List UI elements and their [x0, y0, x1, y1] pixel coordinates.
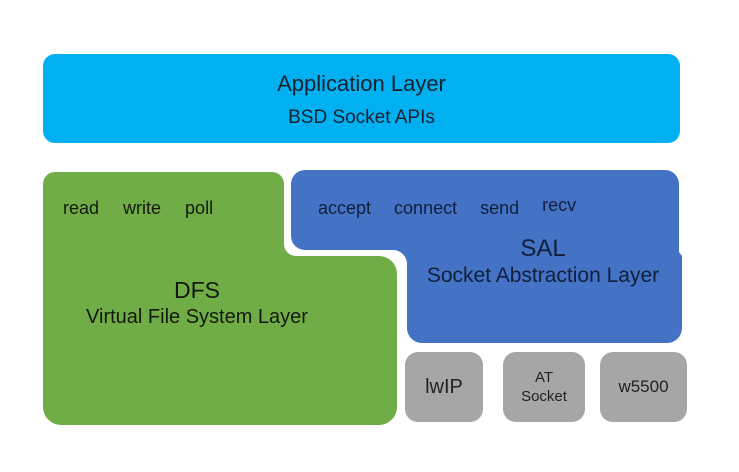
application-layer-title: Application Layer [277, 71, 446, 96]
dfs-api-poll: poll [185, 198, 214, 218]
sal-api-send: send [480, 198, 520, 218]
stack-box-w5500: w5500 [600, 352, 687, 422]
dfs-acronym: DFS [174, 277, 220, 303]
dfs-layer-name: Virtual File System Layer [86, 306, 308, 328]
stack-label-w5500: w5500 [618, 377, 669, 396]
dfs-api-list: read write poll [63, 195, 213, 221]
dfs-layer-title: DFS Virtual File System Layer [43, 277, 351, 330]
stack-label-at-socket: AT Socket [521, 369, 567, 405]
bsd-socket-apis-label: BSD Socket APIs [288, 107, 435, 128]
sal-acronym: SAL [520, 235, 566, 262]
sal-api-connect: connect [394, 198, 458, 218]
sal-layer-title: SAL Socket Abstraction Layer [404, 235, 682, 290]
sal-layer-name: Socket Abstraction Layer [426, 264, 660, 287]
sal-api-list: accept connect send recv [318, 195, 576, 221]
application-layer-box: Application Layer BSD Socket APIs [43, 54, 680, 143]
stack-box-at-socket: AT Socket [503, 352, 585, 422]
sal-api-accept: accept [318, 198, 372, 218]
sal-api-recv: recv [542, 195, 577, 215]
dfs-api-read: read [63, 198, 100, 218]
sal-layer-shape [291, 170, 682, 343]
stack-box-lwip: lwIP [405, 352, 483, 422]
dfs-api-write: write [123, 198, 162, 218]
stack-label-lwip: lwIP [425, 375, 463, 398]
dfs-layer-shape [43, 172, 397, 425]
